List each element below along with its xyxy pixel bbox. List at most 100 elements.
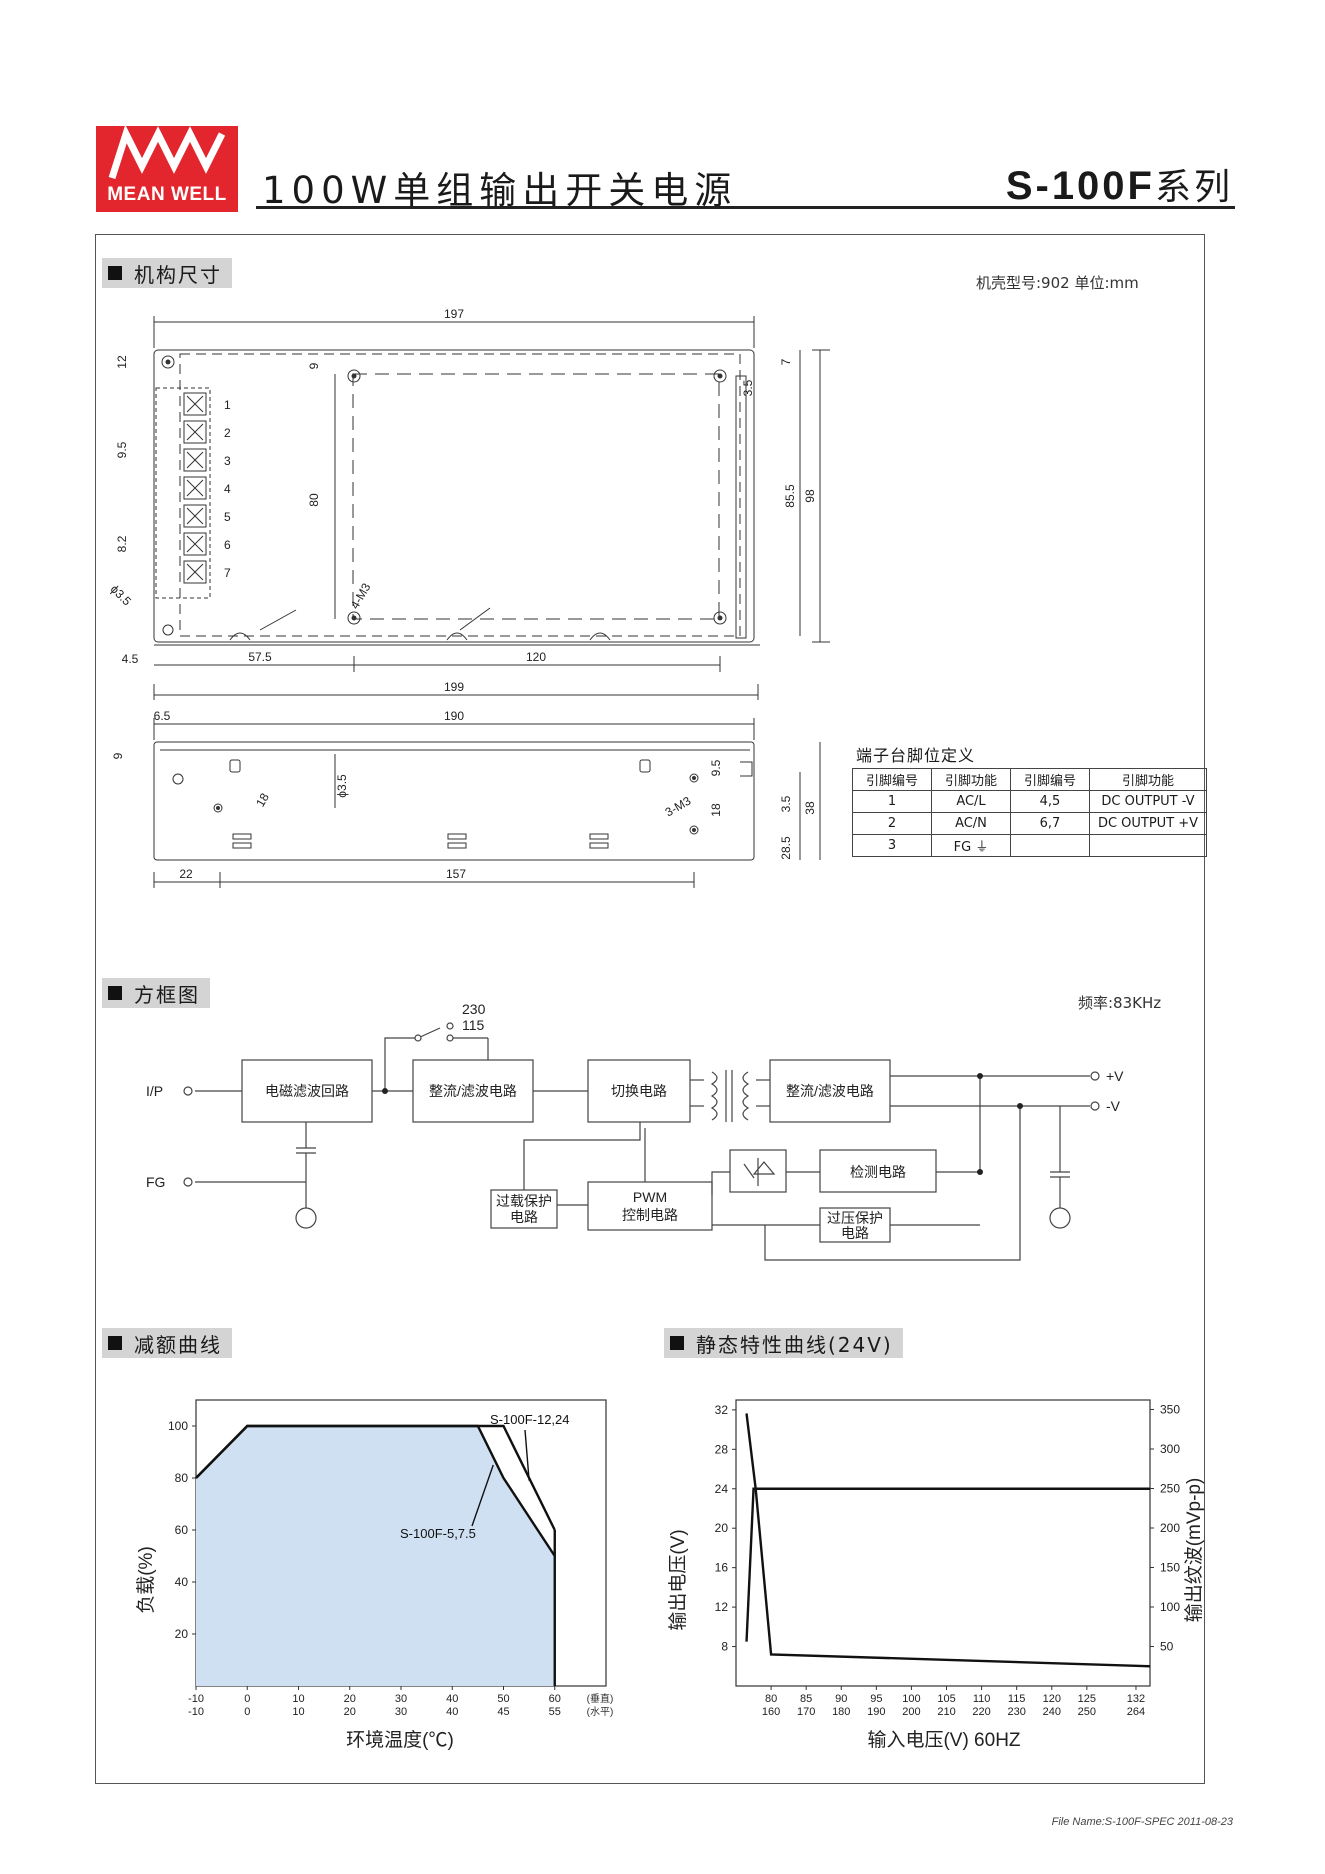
- x-tick-label-horizontal: 30: [395, 1706, 407, 1718]
- x-axis-label: 环境温度(℃): [346, 1729, 454, 1751]
- series-leader-5-7-5: [471, 1464, 494, 1527]
- dimension-label: 9: [111, 752, 125, 759]
- x-note-horizontal: (水平): [587, 1706, 614, 1718]
- series-suffix: 系列: [1154, 167, 1233, 208]
- section-label: 静态特性曲线(24V): [696, 1332, 893, 1357]
- table-cell: [1089, 834, 1207, 857]
- y-left-tick-label: 8: [721, 1640, 728, 1654]
- minus-v-label: -V: [1106, 1098, 1121, 1114]
- dimension-label: 98: [803, 489, 817, 503]
- section-mechanical: 机构尺寸: [102, 258, 232, 288]
- pin-number: 5: [224, 510, 231, 524]
- pin-number: 2: [224, 426, 231, 440]
- table-cell: DC OUTPUT +V: [1089, 812, 1207, 835]
- dimension-label: 4-M3: [348, 580, 374, 611]
- y-right-tick-label: 50: [1160, 1639, 1174, 1653]
- x-tick-label: 50: [497, 1693, 509, 1705]
- dimension-label: 9.5: [709, 759, 723, 776]
- fg-label: FG: [146, 1174, 165, 1190]
- x-tick-label: 90: [835, 1693, 847, 1705]
- terminal-screw: [183, 532, 207, 556]
- square-bullet-icon: [108, 266, 122, 280]
- olp-label-1: 过载保护: [496, 1193, 552, 1209]
- y-right-tick-label: 100: [1160, 1600, 1180, 1614]
- table-row: 1 AC/L 4,5 DC OUTPUT -V: [852, 790, 1207, 813]
- dimension-label: 4.5: [122, 652, 139, 666]
- x-tick-label: 100: [902, 1693, 920, 1705]
- dimension-label: 120: [526, 650, 546, 664]
- pin-number: 4: [224, 482, 231, 496]
- ovp-label-2: 电路: [841, 1225, 869, 1241]
- dimension-label: 3-M3: [663, 793, 694, 819]
- square-bullet-icon: [670, 1336, 684, 1350]
- x-tick-label: -10: [188, 1693, 204, 1705]
- section-label: 减额曲线: [134, 1332, 222, 1357]
- dimension-label: 18: [709, 803, 723, 817]
- dimension-label: 38: [803, 801, 817, 815]
- dimension-label: 3.5: [741, 379, 755, 396]
- y-left-tick-label: 28: [715, 1442, 729, 1456]
- output-voltage-line: [745, 1487, 1150, 1642]
- y-axis-label: 负载(%): [135, 1546, 157, 1614]
- rectifier-2-label: 整流/滤波电路: [786, 1083, 874, 1099]
- table-row: 2 AC/N 6,7 DC OUTPUT +V: [852, 812, 1207, 835]
- x-tick-label: 110: [973, 1693, 991, 1705]
- terminal-screw: [183, 560, 207, 584]
- table-header-row: 引脚编号 引脚功能 引脚编号 引脚功能: [852, 768, 1207, 791]
- pwm-label-1: PWM: [633, 1189, 667, 1205]
- pin-number: 1: [224, 398, 231, 412]
- y-right-tick-label: 300: [1160, 1442, 1180, 1456]
- pin-table-caption: 端子台脚位定义: [856, 746, 976, 765]
- derating-chart: 20406080100-10-1000101020203030404050456…: [135, 1399, 614, 1751]
- x-tick-label-230v: 240: [1043, 1706, 1061, 1718]
- y-right-tick-label: 250: [1160, 1481, 1180, 1495]
- table-cell: 3: [852, 834, 932, 857]
- dimension-label: 6.5: [154, 709, 171, 723]
- x-tick-label: 0: [244, 1693, 250, 1705]
- x-note-vertical: (垂直): [587, 1692, 614, 1705]
- dimension-label: 197: [444, 307, 464, 321]
- x-tick-label: 125: [1078, 1693, 1096, 1705]
- dimension-label: 7: [779, 358, 793, 365]
- table-cell: 1: [852, 790, 932, 813]
- x-tick-label: 115: [1008, 1693, 1026, 1705]
- ripple-line: [745, 1413, 1151, 1668]
- series-title: S-100F系列: [1006, 158, 1233, 210]
- block-diagram: I/P FG 230 115 电磁滤波回路 整流/滤波电路 切换电路 整流/滤波…: [146, 1001, 1124, 1261]
- x-tick-label: 80: [765, 1693, 777, 1705]
- table-cell: FG ⏚: [931, 834, 1011, 857]
- rectifier-1-label: 整流/滤波电路: [429, 1083, 517, 1099]
- pin-number: 3: [224, 454, 231, 468]
- table-cell: DC OUTPUT -V: [1089, 790, 1207, 813]
- terminal-screw: [183, 420, 207, 444]
- x-tick-label: 105: [937, 1693, 955, 1705]
- title-rule: [256, 206, 1235, 209]
- plus-v-label: +V: [1106, 1068, 1124, 1084]
- x-tick-label-230v: 264: [1127, 1706, 1145, 1718]
- square-bullet-icon: [108, 986, 122, 1000]
- pin-number: 6: [224, 538, 231, 552]
- section-label: 方框图: [134, 982, 200, 1007]
- table-cell: 6,7: [1010, 812, 1090, 835]
- content-frame: [95, 234, 1205, 1784]
- x-tick-label-230v: 190: [867, 1706, 885, 1718]
- section-label: 机构尺寸: [134, 262, 222, 287]
- dimension-label: 199: [444, 680, 464, 694]
- x-tick-label-230v: 220: [972, 1706, 990, 1718]
- y-tick-label: 100: [168, 1419, 188, 1433]
- terminal-screw: [183, 476, 207, 500]
- emi-filter-label: 电磁滤波回路: [265, 1083, 349, 1099]
- mw-logo-icon: [108, 124, 226, 180]
- x-tick-label: 85: [800, 1693, 812, 1705]
- dimension-label: 18: [253, 790, 272, 809]
- table-cell: AC/L: [931, 790, 1011, 813]
- olp-label-2: 电路: [510, 1209, 538, 1225]
- file-name-footer: File Name:S-100F-SPEC 2011-08-23: [1051, 1816, 1233, 1828]
- y-right-tick-label: 200: [1160, 1521, 1180, 1535]
- y-tick-label: 20: [175, 1627, 189, 1641]
- y-left-tick-label: 16: [715, 1561, 729, 1575]
- frequency-note: 频率:83KHz: [1078, 994, 1162, 1012]
- section-derating: 减额曲线: [102, 1328, 232, 1358]
- x-tick-label-horizontal: 20: [344, 1706, 356, 1718]
- terminal-screw: [183, 392, 207, 416]
